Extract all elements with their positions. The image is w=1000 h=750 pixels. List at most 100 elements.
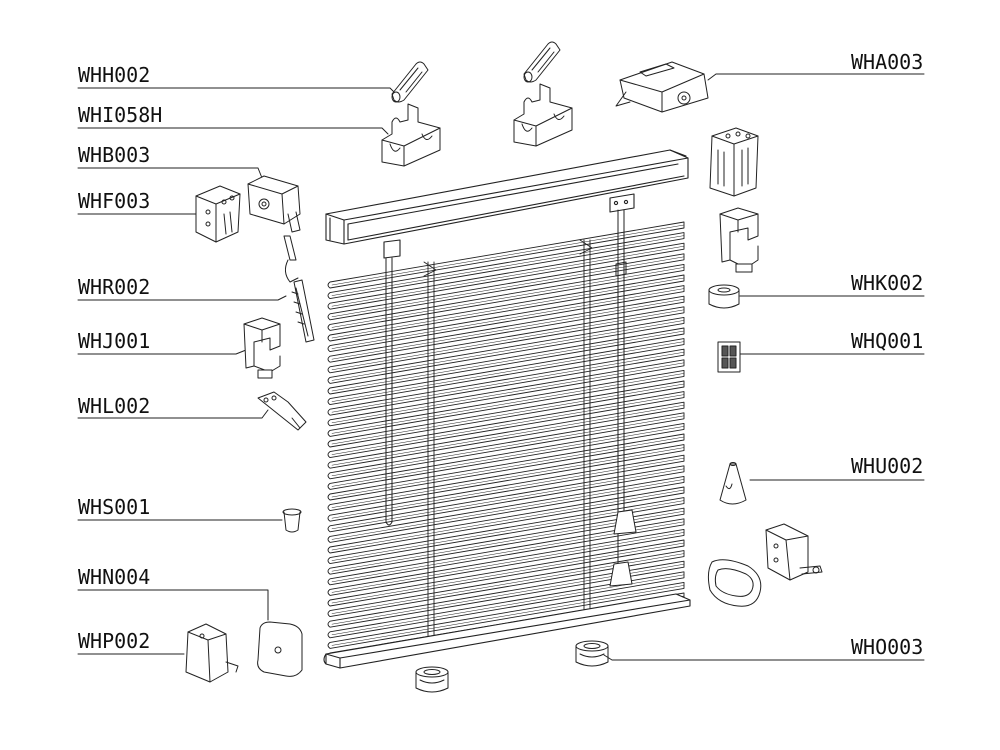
label-whq001: WHQ001 — [851, 329, 924, 353]
label-whi058h: WHI058H — [78, 103, 163, 127]
slat-edge — [331, 394, 685, 455]
label-who003: WHO003 — [851, 635, 924, 659]
slat-edge — [331, 277, 685, 339]
slat — [327, 518, 685, 586]
slat — [327, 433, 685, 501]
slat-edge — [331, 224, 685, 286]
slat — [327, 263, 685, 331]
slat — [327, 422, 685, 490]
slat-edge — [331, 256, 685, 318]
slat-edge — [331, 457, 685, 519]
slat — [327, 571, 685, 639]
slat-edge — [331, 351, 685, 413]
slat — [327, 401, 685, 469]
slat-edge — [331, 415, 685, 477]
part-whr002 — [283, 235, 315, 343]
slat — [327, 391, 685, 459]
slat-edge — [331, 245, 685, 307]
slat — [327, 359, 685, 427]
slat — [327, 581, 685, 649]
part-bracket-right — [765, 523, 823, 581]
part-whn004 — [257, 621, 303, 677]
slat — [327, 232, 685, 300]
slat — [327, 465, 685, 533]
part-whj001 — [243, 317, 281, 379]
part-oval-endcap — [707, 559, 762, 607]
slat-edge — [331, 404, 685, 466]
pull-cords — [609, 209, 637, 587]
slat-edge — [331, 585, 685, 646]
slat — [327, 327, 685, 395]
slat — [327, 338, 685, 406]
slat — [327, 454, 685, 522]
label-whs001: WHS001 — [78, 495, 151, 519]
part-whp002 — [185, 623, 239, 683]
label-whu002: WHU002 — [851, 454, 924, 478]
slat — [327, 380, 685, 448]
part-whk002 — [708, 284, 740, 309]
part-whh002-right — [523, 41, 561, 83]
slat-edge — [331, 235, 685, 296]
bottom-rail — [323, 593, 691, 669]
part-endcap-right — [709, 127, 759, 197]
slat — [327, 274, 685, 342]
slat-edge — [331, 479, 685, 540]
slats — [327, 221, 685, 660]
label-whb003: WHB003 — [78, 143, 151, 167]
slat — [327, 242, 685, 310]
slat-edge — [331, 309, 685, 371]
leader-lines-right — [603, 73, 925, 661]
label-whh002: WHH002 — [78, 63, 151, 87]
slat-edge — [331, 468, 685, 530]
part-wha003 — [615, 61, 709, 113]
slat — [327, 295, 685, 363]
label-whj001: WHJ001 — [78, 329, 151, 353]
slat-edge — [331, 267, 685, 328]
part-whh002 — [391, 61, 429, 103]
part-whq001 — [717, 341, 741, 373]
slat — [327, 539, 685, 607]
part-whl002 — [257, 391, 307, 431]
slat-edge — [331, 447, 685, 508]
label-whr002: WHR002 — [78, 275, 151, 299]
slat — [327, 253, 685, 321]
slat-edge — [331, 436, 685, 498]
part-clip-right — [719, 207, 759, 273]
slat-edge — [331, 362, 685, 424]
part-whu002 — [719, 462, 747, 505]
label-whf003: WHF003 — [78, 189, 151, 213]
slat-edge — [331, 373, 685, 434]
label-whl002: WHL002 — [78, 394, 151, 418]
slat-edge — [331, 542, 685, 604]
tilt-wand — [385, 257, 393, 526]
slat — [327, 369, 685, 437]
part-who003-left — [415, 666, 449, 693]
slat — [327, 221, 685, 289]
slat — [327, 285, 685, 353]
label-wha003: WHA003 — [851, 50, 924, 74]
slat-edge — [331, 532, 685, 593]
slat-edge — [331, 426, 685, 487]
part-whi058h-right — [513, 83, 573, 147]
slat-edge — [331, 320, 685, 381]
label-whk002: WHK002 — [851, 271, 924, 295]
label-whp002: WHP002 — [78, 629, 151, 653]
slat — [327, 444, 685, 512]
part-whf003 — [195, 185, 241, 243]
ladder-strings — [423, 239, 593, 641]
slat — [327, 486, 685, 554]
leader-lines-left — [77, 87, 397, 655]
slat — [327, 475, 685, 543]
slat-edge — [331, 489, 685, 551]
head-rail — [325, 149, 689, 259]
part-whs001 — [282, 508, 302, 533]
slat — [327, 528, 685, 596]
slat — [327, 316, 685, 384]
part-who003 — [575, 640, 609, 667]
slat-edge — [331, 341, 685, 402]
slat-edge — [331, 383, 685, 445]
slat-edge — [331, 298, 685, 360]
part-whi058h — [381, 103, 441, 167]
